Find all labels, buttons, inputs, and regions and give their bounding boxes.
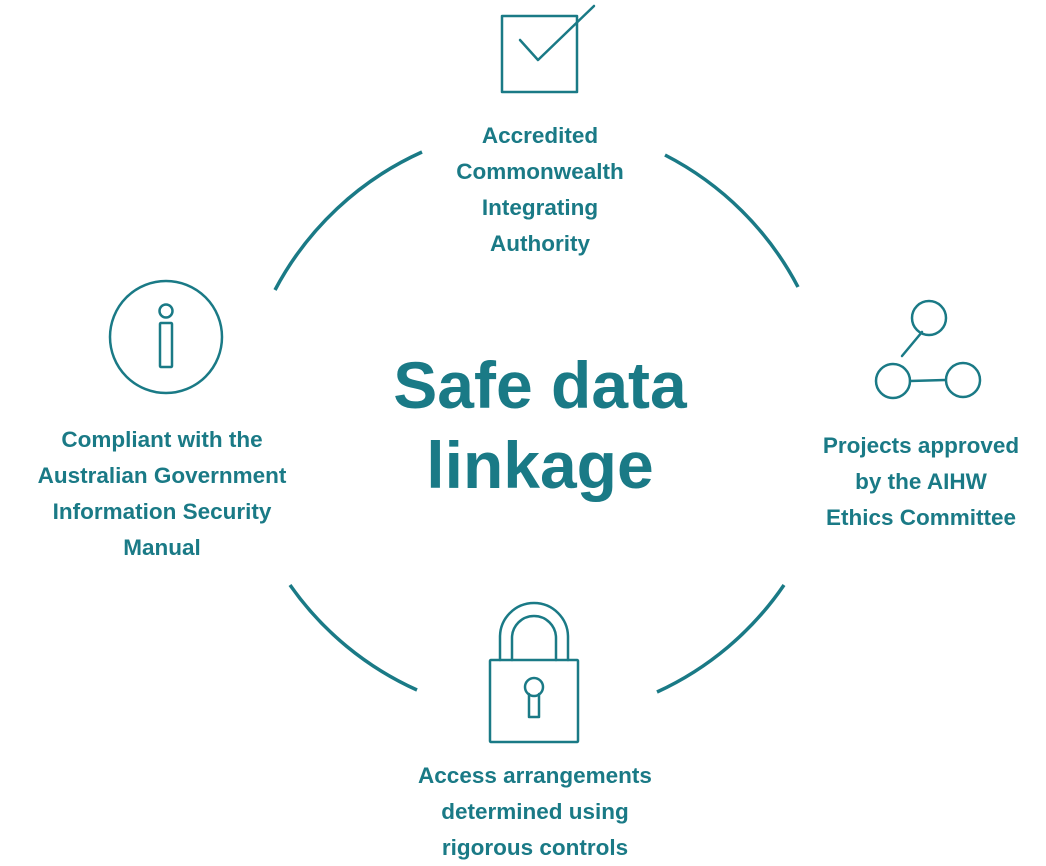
arc-top-right [664,153,800,288]
info-icon [108,279,224,395]
padlock-icon [488,601,580,744]
label-projects-approved: Projects approved by the AIHW Ethics Com… [822,433,1020,530]
center-title: Safe data linkage [330,345,750,505]
arc-bottom-right [656,584,786,694]
arc-top-left [273,150,423,291]
network-icon [874,299,982,400]
arc-bottom-left [288,583,418,692]
label-compliant-ism: Compliant with the Australian Government… [37,427,287,560]
checkbox-icon [500,4,596,94]
label-access-arrangements: Access arrangements determined using rig… [418,763,652,860]
label-accredited-authority: Accredited Commonwealth Integrating Auth… [456,123,624,256]
center-title-line-2: linkage [426,428,654,502]
center-title-line-1: Safe data [393,348,687,422]
